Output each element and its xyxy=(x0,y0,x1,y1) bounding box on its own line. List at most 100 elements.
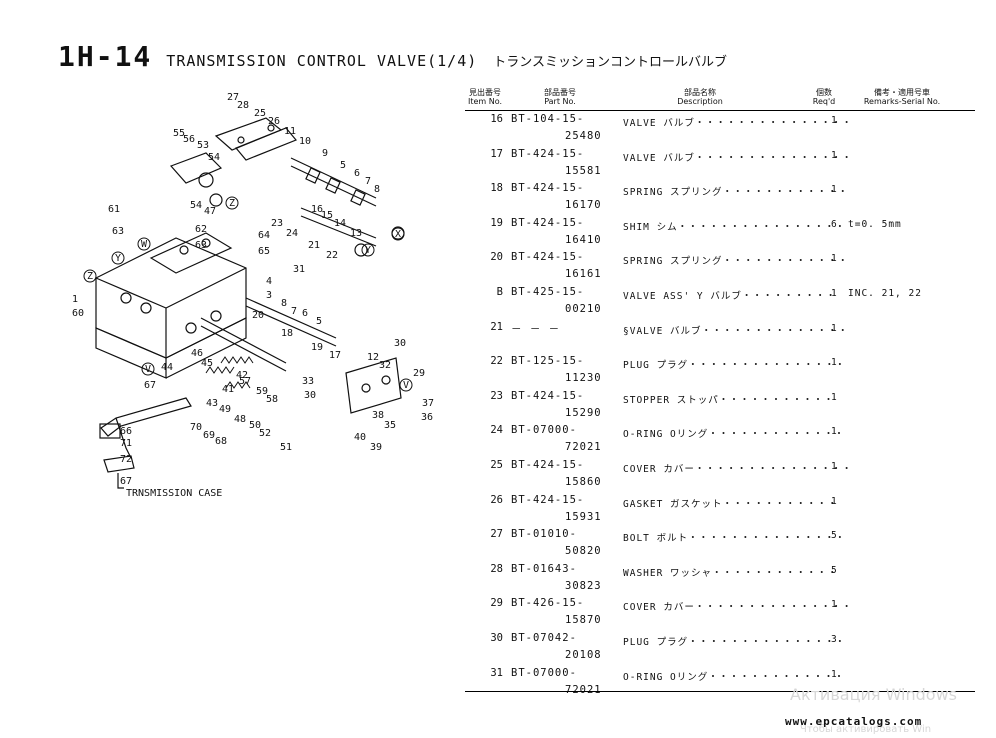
svg-text:49: 49 xyxy=(219,404,231,415)
svg-text:44: 44 xyxy=(161,362,173,373)
part-description: O-RING Oリング・・・・・・・・・・・・・ xyxy=(623,671,845,683)
part-quantity: 1 xyxy=(831,357,837,369)
svg-text:35: 35 xyxy=(384,420,396,431)
part-description: WASHER ワッシャ・・・・・・・・・・・・ xyxy=(623,567,839,579)
footer-divider xyxy=(465,691,975,692)
svg-text:W: W xyxy=(141,239,148,250)
part-quantity: 1 xyxy=(831,460,837,472)
part-number-suffix: 00210 xyxy=(565,302,602,315)
item-number: 24 xyxy=(490,424,503,437)
activation-watermark-sub: Чтобы активировать Win xyxy=(800,724,932,735)
part-description: VALVE ASS' Y バルブ・・・・・・・・・ xyxy=(623,290,837,302)
part-number-suffix: 15581 xyxy=(565,164,602,177)
lower-body xyxy=(95,317,247,379)
part-quantity: 1 xyxy=(831,599,837,611)
part-number-prefix: BT-424-15- xyxy=(511,389,585,402)
part-description: BOLT ボルト・・・・・・・・・・・・・・・ xyxy=(623,533,846,545)
svg-text:63: 63 xyxy=(195,240,207,251)
svg-text:11: 11 xyxy=(284,126,296,137)
part-number-prefix: BT-104-15- xyxy=(511,113,585,125)
part-description: SPRING スプリング・・・・・・・・・・・・ xyxy=(623,187,849,199)
svg-text:67: 67 xyxy=(144,380,156,391)
part-description: SPRING スプリング・・・・・・・・・・・・ xyxy=(623,256,849,268)
svg-text:70: 70 xyxy=(190,422,202,433)
spool-upper xyxy=(290,157,405,240)
svg-text:V: V xyxy=(403,380,409,391)
svg-text:7: 7 xyxy=(291,306,297,317)
part-number-prefix: BT-424-15- xyxy=(511,458,585,471)
part-number-suffix: 15931 xyxy=(565,510,602,523)
svg-text:43: 43 xyxy=(206,398,218,409)
item-number: 17 xyxy=(490,147,503,160)
part-number-suffix: 15860 xyxy=(565,475,602,488)
section-code: 1H-14 xyxy=(58,40,153,73)
item-number: 23 xyxy=(490,389,503,402)
part-description: COVER カバー・・・・・・・・・・・・・・・ xyxy=(623,463,853,475)
svg-text:64: 64 xyxy=(258,230,270,241)
springs xyxy=(205,356,254,389)
svg-text:52: 52 xyxy=(259,428,271,439)
svg-text:26: 26 xyxy=(268,116,280,127)
svg-text:40: 40 xyxy=(354,432,366,443)
item-number: 27 xyxy=(490,528,503,541)
part-description: §VALVE バルブ・・・・・・・・・・・・・・ xyxy=(623,325,849,337)
svg-text:27: 27 xyxy=(227,92,239,103)
part-quantity: 1 xyxy=(831,391,837,403)
svg-text:47: 47 xyxy=(204,206,216,217)
part-quantity: 1 xyxy=(831,149,837,161)
page-title: 1H-14 TRANSMISSION CONTROL VALVE(1/4) トラ… xyxy=(58,40,727,73)
svg-text:14: 14 xyxy=(334,218,346,229)
part-number-prefix: BT-07000- xyxy=(511,424,577,437)
part-description: VALVE バルブ・・・・・・・・・・・・・・・ xyxy=(623,118,853,129)
svg-text:22: 22 xyxy=(326,250,338,261)
svg-text:41: 41 xyxy=(222,384,234,395)
svg-text:21: 21 xyxy=(308,240,320,251)
svg-text:9: 9 xyxy=(322,148,328,159)
svg-text:31: 31 xyxy=(293,264,305,275)
part-number-suffix: 11230 xyxy=(565,372,602,385)
footer-url[interactable]: www.epcatalogs.com xyxy=(785,715,923,728)
svg-text:71: 71 xyxy=(120,438,132,449)
svg-text:63: 63 xyxy=(112,226,124,237)
svg-text:5: 5 xyxy=(316,316,322,327)
svg-text:10: 10 xyxy=(299,136,311,147)
table-row: 25 BT-424-15- 15860 COVER カバー・・・・・・・・・・・・・・… xyxy=(465,456,985,491)
svg-text:8: 8 xyxy=(374,184,380,195)
item-number: 28 xyxy=(490,562,503,575)
item-number: 26 xyxy=(490,493,503,506)
item-number: 25 xyxy=(490,458,503,471)
svg-text:25: 25 xyxy=(254,108,266,119)
svg-text:38: 38 xyxy=(372,410,384,421)
item-number: 18 xyxy=(490,182,503,195)
part-number-suffix: 16170 xyxy=(565,199,602,212)
part-number-suffix: 16161 xyxy=(565,268,602,281)
svg-text:46: 46 xyxy=(191,348,203,359)
svg-text:56: 56 xyxy=(183,134,195,145)
svg-text:20: 20 xyxy=(252,310,264,321)
part-quantity: 1 xyxy=(831,115,837,126)
svg-text:67: 67 xyxy=(120,476,132,487)
part-number-suffix: 15290 xyxy=(565,406,602,419)
svg-text:18: 18 xyxy=(281,328,293,339)
part-number-prefix: BT-424-15- xyxy=(511,147,585,160)
table-row: 18 BT-424-15- 16170 SPRING スプリング・・・・・・・・・・・… xyxy=(465,179,985,214)
svg-text:5: 5 xyxy=(340,160,346,171)
svg-text:66: 66 xyxy=(120,426,132,437)
svg-text:23: 23 xyxy=(271,218,283,229)
part-number-prefix: BT-424-15- xyxy=(511,182,585,195)
svg-text:X: X xyxy=(395,229,401,240)
part-description: VALVE バルブ・・・・・・・・・・・・・・・ xyxy=(623,152,853,164)
svg-text:69: 69 xyxy=(203,430,215,441)
part-description: PLUG プラグ・・・・・・・・・・・・・・・ xyxy=(623,360,846,372)
svg-text:30: 30 xyxy=(304,390,316,401)
right-cover xyxy=(345,357,402,414)
callout-markers xyxy=(83,196,413,392)
svg-text:Z: Z xyxy=(229,198,235,209)
